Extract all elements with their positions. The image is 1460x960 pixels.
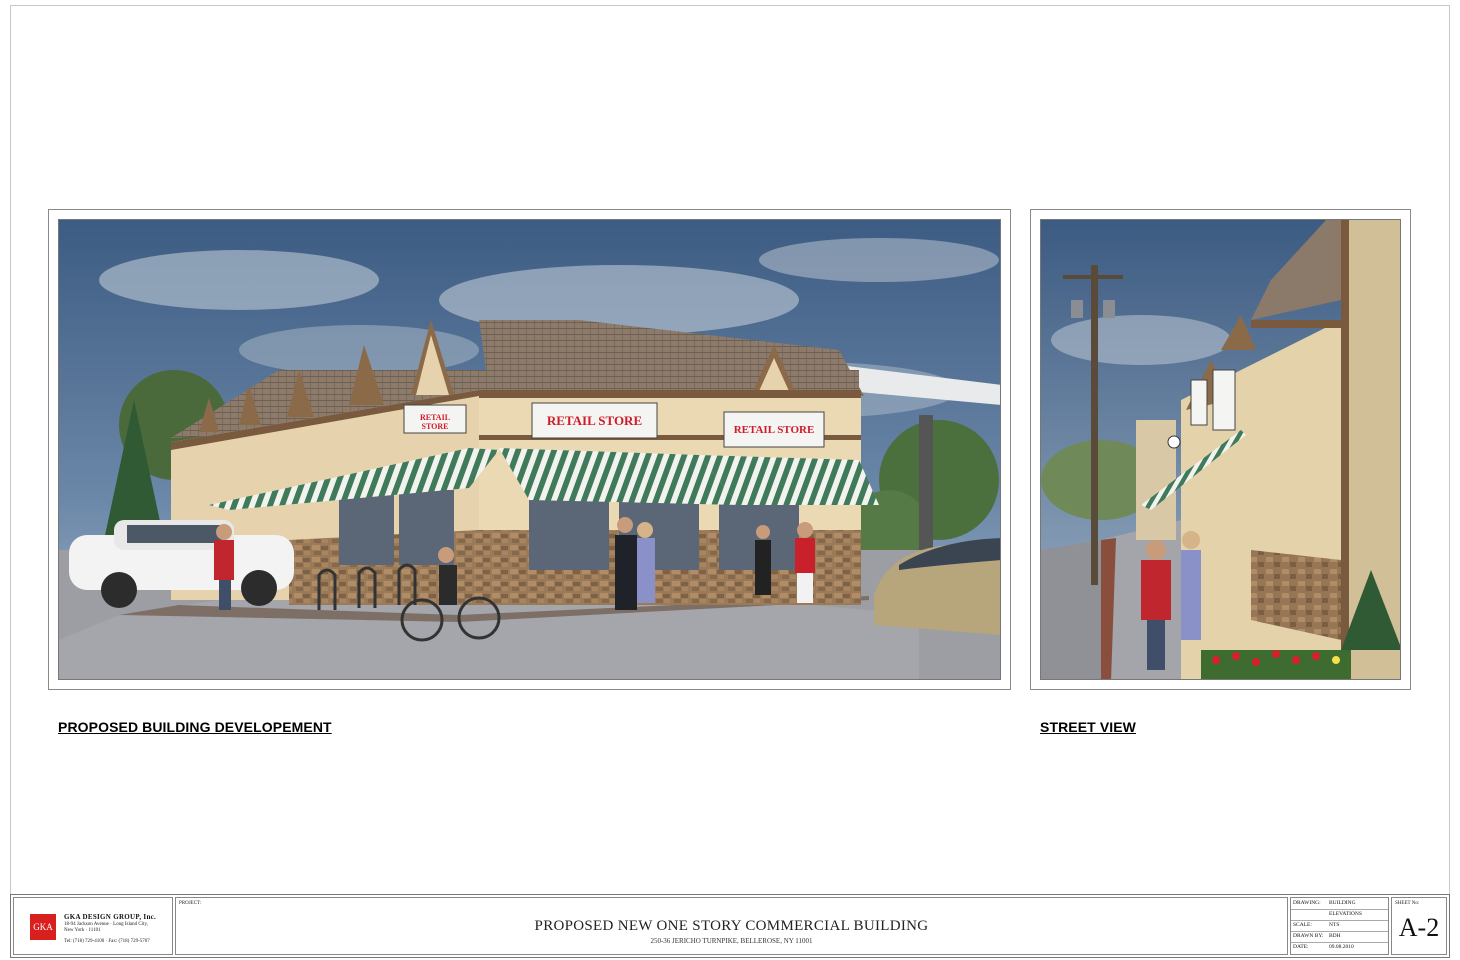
retail-sign-right: RETAIL STORE xyxy=(733,424,815,436)
scale-label: SCALE: xyxy=(1293,922,1312,928)
drawn-by-value: BDH xyxy=(1329,933,1341,939)
caption-proposed-building: PROPOSED BUILDING DEVELOPEMENT xyxy=(58,719,332,735)
drawing-row: DRAWING: BUILDING xyxy=(1291,898,1388,910)
project-address: 250-36 JERICHO TURNPIKE, BELLEROSE, NY 1… xyxy=(650,937,813,945)
retail-sign-center: RETAIL STORE xyxy=(546,413,643,428)
caption-street-view: STREET VIEW xyxy=(1040,719,1136,735)
sheet-number: A-2 xyxy=(1398,913,1440,942)
sheet-label: SHEET No: xyxy=(1395,901,1420,906)
project-title: PROPOSED NEW ONE STORY COMMERCIAL BUILDI… xyxy=(534,918,929,934)
firm-name: GKA DESIGN GROUP, Inc. xyxy=(64,913,157,921)
drawn-by-label: DRAWN BY: xyxy=(1293,933,1324,939)
firm-address-2: New York · 11101 xyxy=(64,928,101,933)
sheet-number-cell: SHEET No: A-2 xyxy=(1391,897,1447,955)
retail-sign-left: RETAIL STORE xyxy=(419,413,451,431)
firm-logo: GKA xyxy=(30,914,56,940)
drawing-info-cell: DRAWING: BUILDING ELEVATIONS SCALE: NTS … xyxy=(1290,897,1389,955)
street-view-rendering xyxy=(1040,219,1401,680)
project-cell: PROJECT: PROPOSED NEW ONE STORY COMMERCI… xyxy=(175,897,1288,955)
date-row: DATE: 09.08.2010 xyxy=(1291,942,1388,953)
drawing-value-2: ELEVATIONS xyxy=(1329,911,1362,917)
drawing-row-2: ELEVATIONS xyxy=(1291,909,1388,921)
drawn-by-row: DRAWN BY: BDH xyxy=(1291,931,1388,943)
suv-left xyxy=(69,520,294,608)
drawing-label: DRAWING: xyxy=(1293,900,1321,906)
drawing-value-1: BUILDING xyxy=(1329,900,1356,906)
firm-address-1: 18-94 Jackson Avenue · Long Island City, xyxy=(64,922,148,927)
main-rendering: RETAIL STORE RETAIL STORE RETAIL STORE xyxy=(58,219,1001,680)
firm-phone: Tel: (718) 729-4100 · Fax: (718) 729-570… xyxy=(64,939,150,944)
title-block: GKA GKA DESIGN GROUP, Inc. 18-94 Jackson… xyxy=(10,894,1450,958)
date-label: DATE: xyxy=(1293,944,1309,950)
project-label: PROJECT: xyxy=(179,901,202,906)
building-rendering-illustration xyxy=(59,220,1000,679)
scale-value: NTS xyxy=(1329,922,1340,928)
street-view-illustration xyxy=(1041,220,1400,679)
date-value: 09.08.2010 xyxy=(1329,944,1354,950)
pedestrians xyxy=(214,517,815,610)
scale-row: SCALE: NTS xyxy=(1291,920,1388,932)
firm-logo-text: GKA xyxy=(33,922,53,932)
sedan-right xyxy=(874,538,1000,635)
firm-cell: GKA GKA DESIGN GROUP, Inc. 18-94 Jackson… xyxy=(13,897,173,955)
